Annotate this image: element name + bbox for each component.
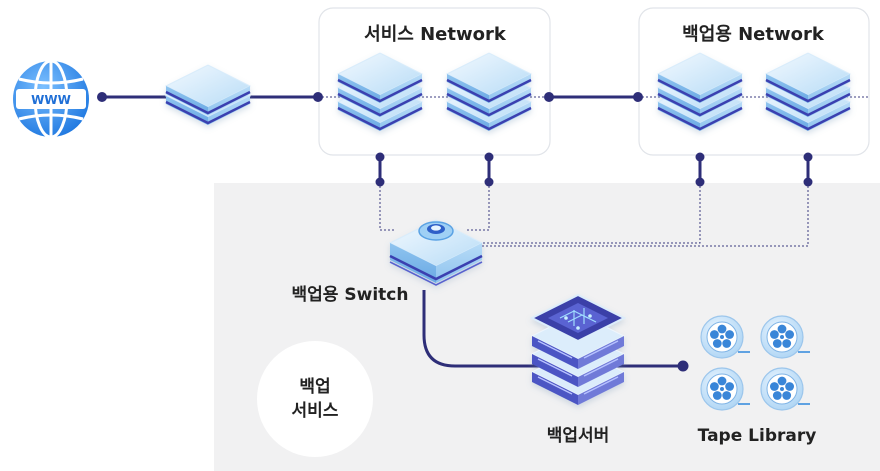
service-network-title: 서비스 Network [364,24,507,45]
internet-globe-icon: WWW [13,59,89,139]
backup-switch-label: 백업용 Switch [292,285,409,305]
backup-server-label: 백업서버 [547,426,610,446]
backup-service-label-line1: 백업 [299,377,330,397]
backup-network-title: 백업용 Network [682,24,825,45]
backup-switch-icon [388,219,484,286]
tape-library-label: Tape Library [698,426,817,446]
internet-www-text: WWW [31,93,71,107]
link-joints [97,92,813,372]
router-device-icon [164,63,252,127]
backup-service-badge [257,341,373,457]
backup-server-icon [529,293,627,406]
backup-service-label-line2: 서비스 [292,401,339,421]
